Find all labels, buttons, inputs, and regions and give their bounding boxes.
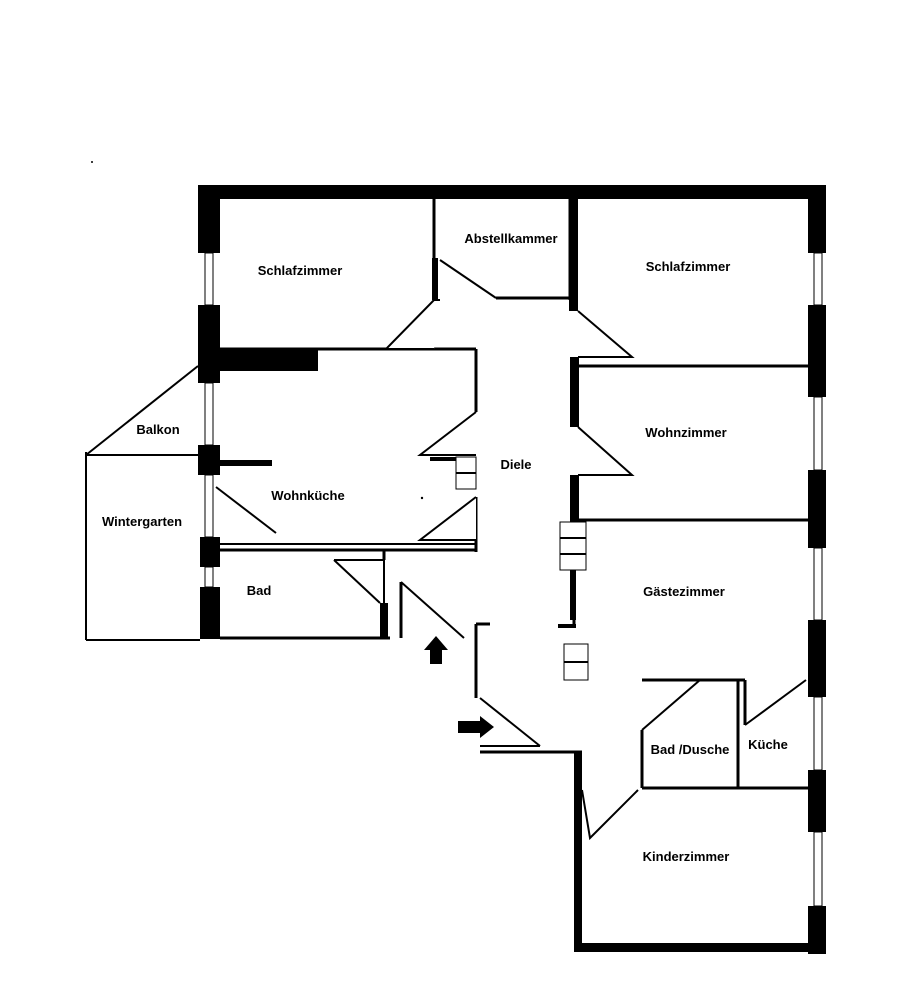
label-wohnzimmer: Wohnzimmer	[645, 425, 726, 440]
door-swings	[215, 259, 807, 841]
room-labels: Schlafzimmer Abstellkammer Schlafzimmer …	[102, 231, 788, 864]
label-abstellkammer: Abstellkammer	[464, 231, 557, 246]
outer-walls	[198, 185, 826, 954]
label-wohnkueche: Wohnküche	[271, 488, 344, 503]
shaft-boxes	[430, 456, 589, 681]
label-gaestezimmer: Gästezimmer	[643, 584, 725, 599]
windows	[204, 252, 823, 907]
interior-walls	[85, 199, 808, 790]
label-schlafzimmer-right: Schlafzimmer	[646, 259, 731, 274]
label-kinderzimmer: Kinderzimmer	[643, 849, 730, 864]
label-schlafzimmer-left: Schlafzimmer	[258, 263, 343, 278]
label-wintergarten: Wintergarten	[102, 514, 182, 529]
right-arrow-icon	[458, 716, 494, 738]
label-kueche: Küche	[748, 737, 788, 752]
label-diele: Diele	[500, 457, 531, 472]
label-balkon: Balkon	[136, 422, 179, 437]
up-arrow-icon	[424, 636, 448, 664]
label-bad: Bad	[247, 583, 272, 598]
label-bad-dusche: Bad /Dusche	[651, 742, 730, 757]
